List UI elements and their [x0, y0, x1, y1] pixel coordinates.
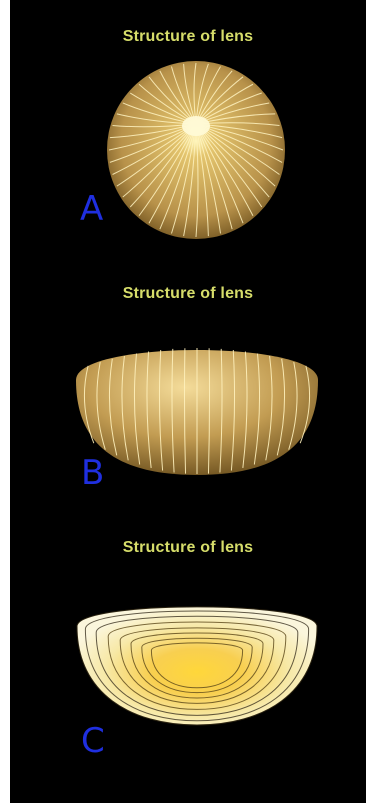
panel-c-title: Structure of lens — [0, 539, 376, 557]
lens-a-highlight — [182, 116, 210, 136]
lens-c-capsule — [77, 607, 317, 725]
lens-c-cross-section — [77, 607, 317, 725]
label-c: C — [81, 724, 105, 758]
label-b: B — [81, 456, 104, 490]
label-a: A — [80, 192, 103, 226]
panel-b-title: Structure of lens — [0, 285, 376, 303]
